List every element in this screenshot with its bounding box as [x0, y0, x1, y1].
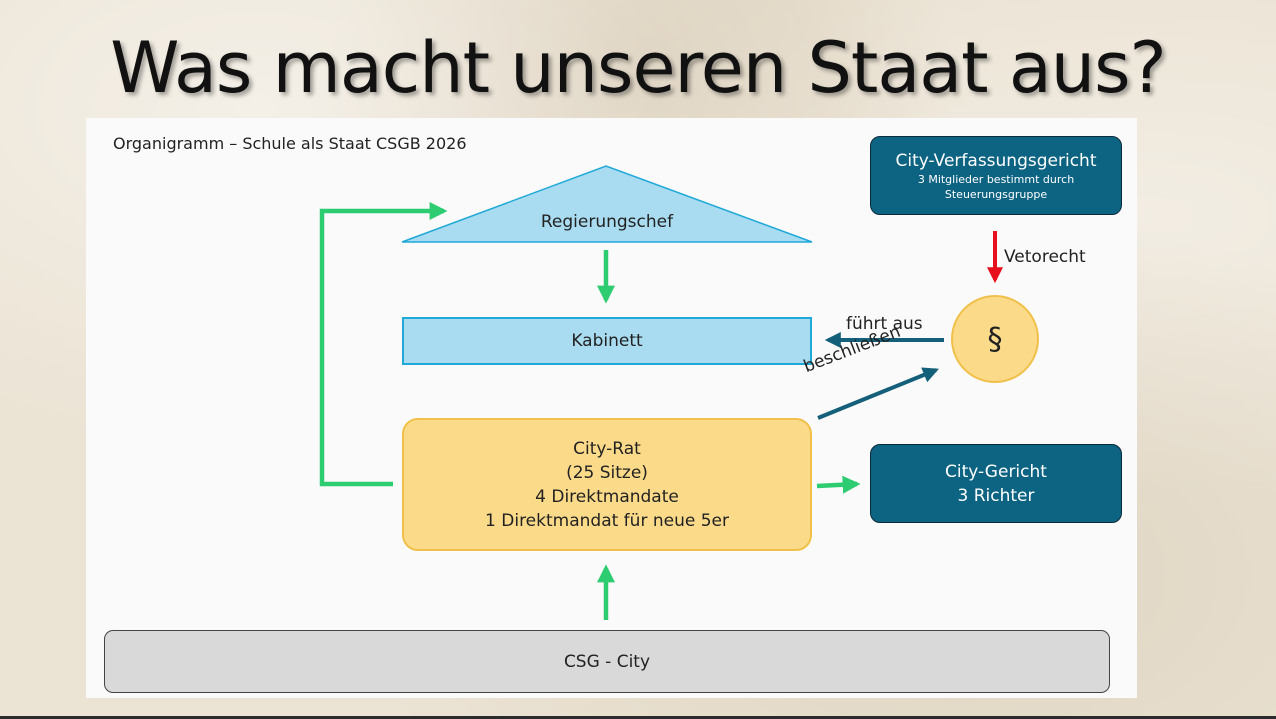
verfassungsgericht-subtitle-1: 3 Mitglieder bestimmt durch	[917, 172, 1075, 186]
organigram-panel: Organigramm – Schule als Staat CSGB 2026…	[86, 118, 1137, 698]
city-rat-seats: (25 Sitze)	[566, 462, 648, 483]
city-rat-new-fifth-mandate: 1 Direktmandat für neue 5er	[485, 510, 729, 531]
city-rat-direct-mandates: 4 Direktmandate	[535, 486, 679, 507]
kabinett-box: Kabinett	[402, 317, 812, 365]
bottom-border	[0, 716, 1276, 719]
city-rat-title: City-Rat	[573, 438, 641, 459]
organigram-label: Organigramm – Schule als Staat CSGB 2026	[113, 134, 467, 153]
csg-city-label: CSG - City	[563, 651, 651, 672]
paragraph-icon: §	[987, 321, 1003, 357]
regierungschef-label: Regierungschef	[540, 212, 674, 232]
vetorecht-label: Vetorecht	[1004, 247, 1086, 267]
verfassungsgericht-subtitle-2: Steuerungsgruppe	[944, 187, 1048, 201]
city-gericht-box: City-Gericht 3 Richter	[870, 444, 1122, 523]
regierungschef-shape	[401, 165, 813, 243]
city-rat-box: City-Rat (25 Sitze) 4 Direktmandate 1 Di…	[402, 418, 812, 551]
kabinett-label: Kabinett	[571, 331, 643, 351]
fuehrt-aus-label: führt aus	[846, 314, 923, 334]
diagram-graphics	[319, 165, 1003, 620]
verfassungsgericht-box: City-Verfassungsgericht 3 Mitglieder bes…	[870, 136, 1122, 215]
arrow-rat-to-regierung	[319, 202, 448, 487]
paragraph-circle: §	[951, 295, 1039, 383]
arrow-rat-to-gericht	[816, 475, 861, 494]
csg-city-box: CSG - City	[104, 630, 1110, 693]
verfassungsgericht-title: City-Verfassungsgericht	[895, 150, 1097, 171]
city-gericht-title: City-Gericht	[945, 461, 1047, 482]
slide-title: Was macht unseren Staat aus?	[110, 27, 1166, 109]
city-gericht-judges: 3 Richter	[957, 485, 1035, 506]
arrow-beschliessen	[817, 367, 939, 420]
